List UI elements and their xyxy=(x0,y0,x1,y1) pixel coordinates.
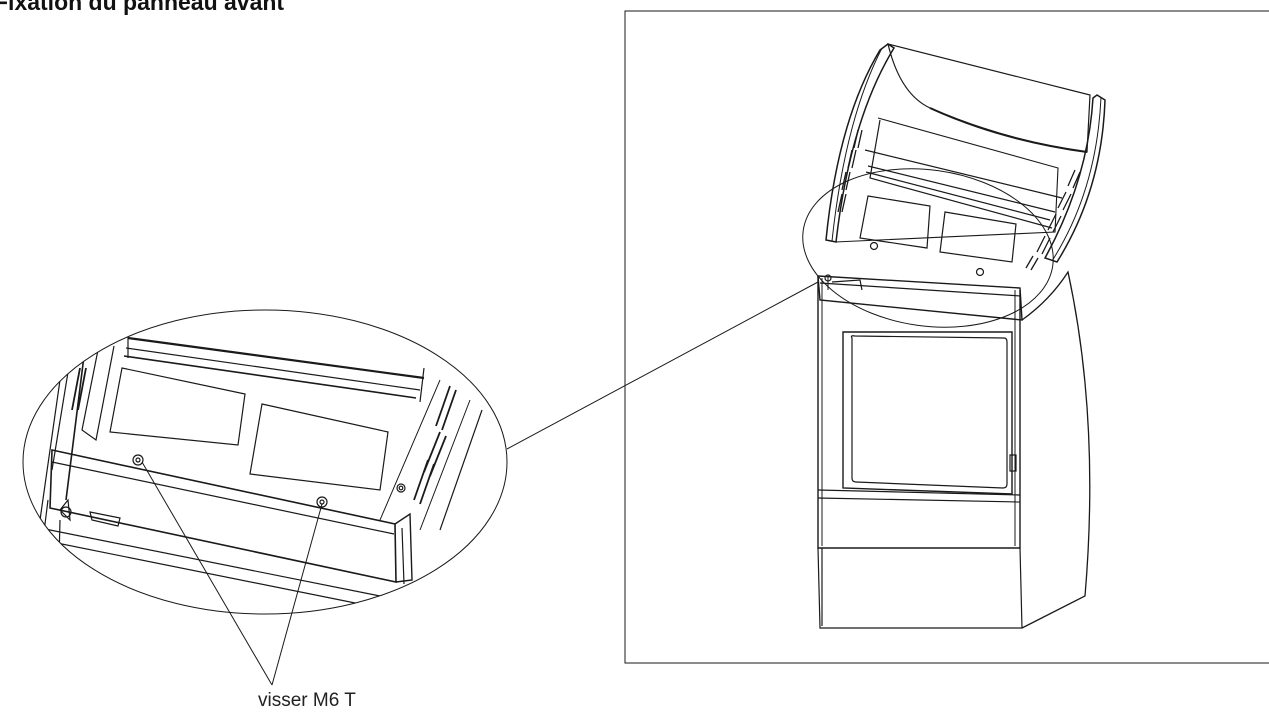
stove-top-lid xyxy=(888,44,1090,152)
stove-right-side xyxy=(1045,95,1105,262)
stove-illustration xyxy=(818,44,1105,628)
detail-highlight-circle xyxy=(792,153,1063,343)
detail-view-ellipse xyxy=(23,310,507,614)
stove-left-side xyxy=(826,44,894,242)
front-panel-screws xyxy=(133,455,327,507)
detail-leader-line xyxy=(507,282,818,449)
screw-callout-lines xyxy=(142,462,322,685)
right-vent-slots xyxy=(1026,170,1080,270)
main-view-frame xyxy=(625,11,1269,663)
page-title: Fixation du panneau avant xyxy=(0,0,285,15)
stove-body xyxy=(818,276,1020,548)
front-panel xyxy=(818,276,1022,320)
opening-right xyxy=(940,212,1016,262)
screw-callout-label: visser M6 T xyxy=(258,690,356,711)
stove-door xyxy=(843,332,1012,494)
opening-left xyxy=(860,196,930,248)
door-glass xyxy=(851,336,1007,488)
detail-view-content xyxy=(38,330,482,608)
